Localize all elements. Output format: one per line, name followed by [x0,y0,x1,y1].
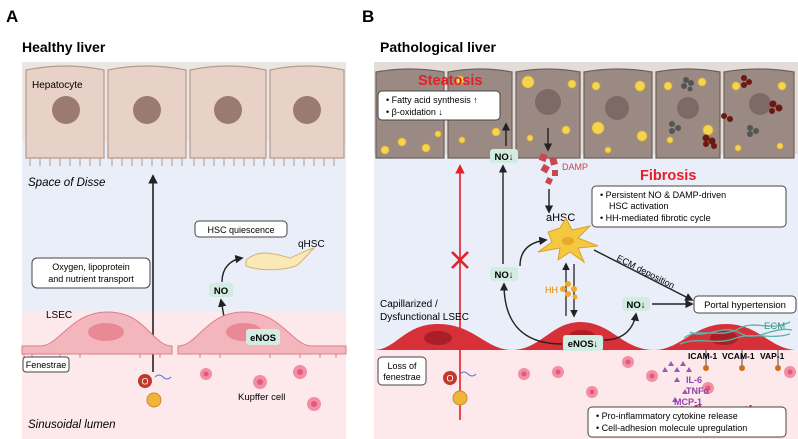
no-to-ahsc-arrow [519,236,548,267]
healthy-hepatocytes [25,65,345,159]
transport-box [31,257,151,289]
hsc-quiescence-box [194,220,288,238]
steatosis-box [377,90,501,121]
hepatocyte-nuclei [52,96,321,124]
oxygen-label-b: O [446,374,453,384]
fenestrae-box [22,356,70,373]
capillarized-line-2: Dysfunctional LSEC [380,312,469,323]
lsec-nucleus-left [88,323,124,341]
mcp1-label: MCP-1 [674,397,702,407]
lipoprotein-particle [146,392,162,408]
oxygen-label: O [141,377,148,387]
adhesion-receptors [705,350,779,366]
loss-fenestrae-line-2: fenestrae [383,372,421,382]
hepatocyte-label: Hepatocyte [32,80,83,91]
enos-down-label: eNOS↓ [568,339,599,350]
inflammation-box [587,406,787,438]
portal-hypertension-label: Portal hypertension [704,300,786,311]
no-down-label-mid: NO↓ [495,270,514,281]
damp-label: DAMP [562,162,588,172]
no-down-label-right: NO↓ [627,300,646,311]
enos-down-tag [563,335,603,351]
microvilli [29,158,335,166]
no-tag-label: NO [214,286,228,297]
inflammation-item-1: • Pro-inflammatory cytokine release [596,411,738,421]
ecm-fibers [679,321,793,345]
loss-fenestrae-box [377,356,427,386]
damp-shapes [538,153,558,185]
capillarized-line-1: Capillarized / [380,299,438,310]
steatosis-title: Steatosis [418,73,482,89]
enos-to-no-mid-arrow [499,282,563,345]
vcam-label: VCAM-1 [722,351,755,361]
lipoprotein-particle-b [452,390,468,406]
oxygen-molecule [138,374,152,388]
fenestrae-label: Fenestrae [26,360,67,370]
no-down-tag-right [622,297,650,311]
ahsc-nucleus [562,237,574,245]
panel-a-title: Healthy liver [22,39,106,55]
pigment-clusters [669,75,783,149]
adhesion-ligands [703,365,781,371]
kupffer-label: Kupffer cell [238,392,285,403]
enos-to-no-right-arrow [603,312,640,341]
kupffer-cells-b [518,356,796,398]
sinusoidal-lumen-label: Sinusoidal lumen [28,419,116,431]
nutrient-squiggle-b [459,371,477,377]
panel-a-letter: A [6,7,18,26]
fibrosis-item-1b: HSC activation [609,201,669,211]
no-down-tag-top [490,149,518,163]
inflammation-item-2: • Cell-adhesion molecule upregulation [596,423,747,433]
panel-b-letter: B [362,7,374,26]
hsc-quiescence-label: HSC quiescence [207,225,274,235]
kupffer-cells [200,365,321,411]
il6-label: IL-6 [686,375,702,385]
dysfunctional-nucleus-1 [424,331,452,345]
enos-tag [246,329,280,345]
steatosis-item-2: • β-oxidation ↓ [386,107,443,117]
fibrosis-box [591,185,787,228]
hh-label: HH [545,285,558,295]
space-of-disse-label: Space of Disse [28,177,105,189]
panel-b-title: Pathological liver [380,39,496,55]
hh-molecules [560,281,578,300]
cytokine-triangles [662,361,692,402]
panel-a: A Healthy liver Hepatocyte Space of Diss… [6,7,347,439]
lipid-droplets [380,75,787,155]
transport-line-1: Oxygen, lipoprotein [52,262,130,272]
ecm-deposition-arrow [593,249,694,301]
fibrosis-item-1: • Persistent NO & DAMP-driven [600,190,726,200]
loss-fenestrae-line-1: Loss of [387,361,417,371]
qhsc-label: qHSC [298,239,325,250]
no-to-qhsc-arrow [221,254,244,283]
ahsc-label: aHSC [546,212,575,224]
oxygen-molecule-b [443,371,457,385]
blocked-x-mark [451,251,469,269]
qhsc-cell [245,247,316,271]
transport-line-2: and nutrient transport [48,274,134,284]
enos-tag-label: eNOS [250,333,276,344]
icam-label: ICAM-1 [688,351,718,361]
panel-b: B Pathological liver [362,7,798,439]
steatosis-item-1: • Fatty acid synthesis ↑ [386,95,478,105]
no-down-tag-mid [490,267,518,281]
no-down-label-top: NO↓ [495,152,514,163]
tnfa-label: TNFα [686,386,709,396]
nutrient-squiggle [154,374,172,380]
lsec-label: LSEC [46,310,72,321]
ecm-label: ECM [764,321,785,332]
portal-hypertension-box [693,295,797,314]
fibrosis-item-2: • HH-mediated fibrotic cycle [600,213,711,223]
vap-label: VAP-1 [760,351,785,361]
no-tag [209,283,233,297]
fibrosis-title: Fibrosis [640,168,696,184]
